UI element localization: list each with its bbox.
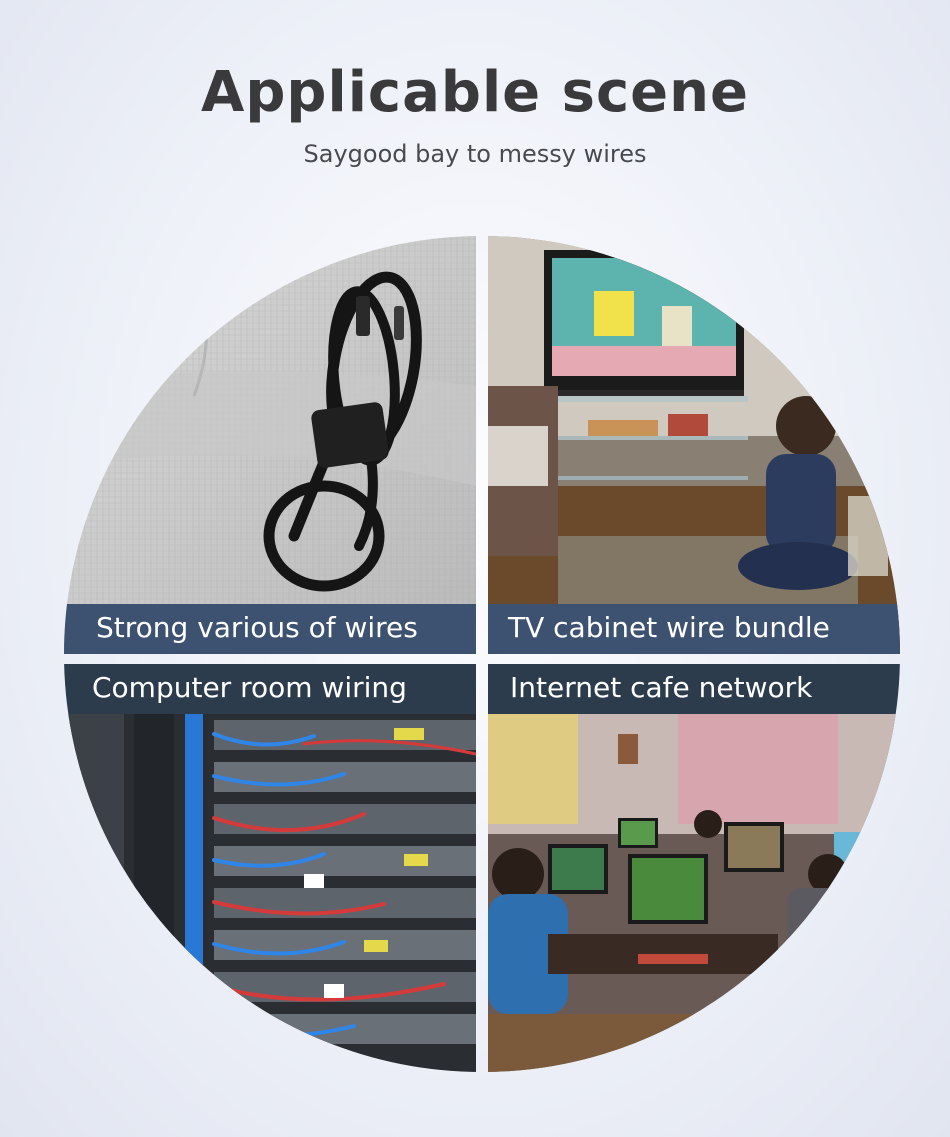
scene-tv-cabinet: TV cabinet wire bundle [488, 236, 900, 654]
scene-label-internet-cafe: Internet cafe network [488, 664, 900, 714]
coiled-cable-photo [64, 236, 476, 654]
living-room-tv-photo [488, 236, 900, 654]
internet-cafe-photo [488, 714, 900, 1072]
scene-internet-cafe: Internet cafe network [488, 664, 900, 1072]
scene-circle: Strong various of wires [64, 236, 900, 1072]
page-title: Applicable scene [201, 60, 749, 125]
scene-label-tv-cabinet: TV cabinet wire bundle [488, 604, 900, 654]
scene-computer-room: Computer room wiring [64, 664, 476, 1072]
scene-label-computer-room: Computer room wiring [64, 664, 476, 714]
server-rack-photo [64, 714, 476, 1072]
scene-strong-wires: Strong various of wires [64, 236, 476, 654]
page-subtitle: Saygood bay to messy wires [303, 140, 647, 168]
scene-label-strong-wires: Strong various of wires [64, 604, 476, 654]
